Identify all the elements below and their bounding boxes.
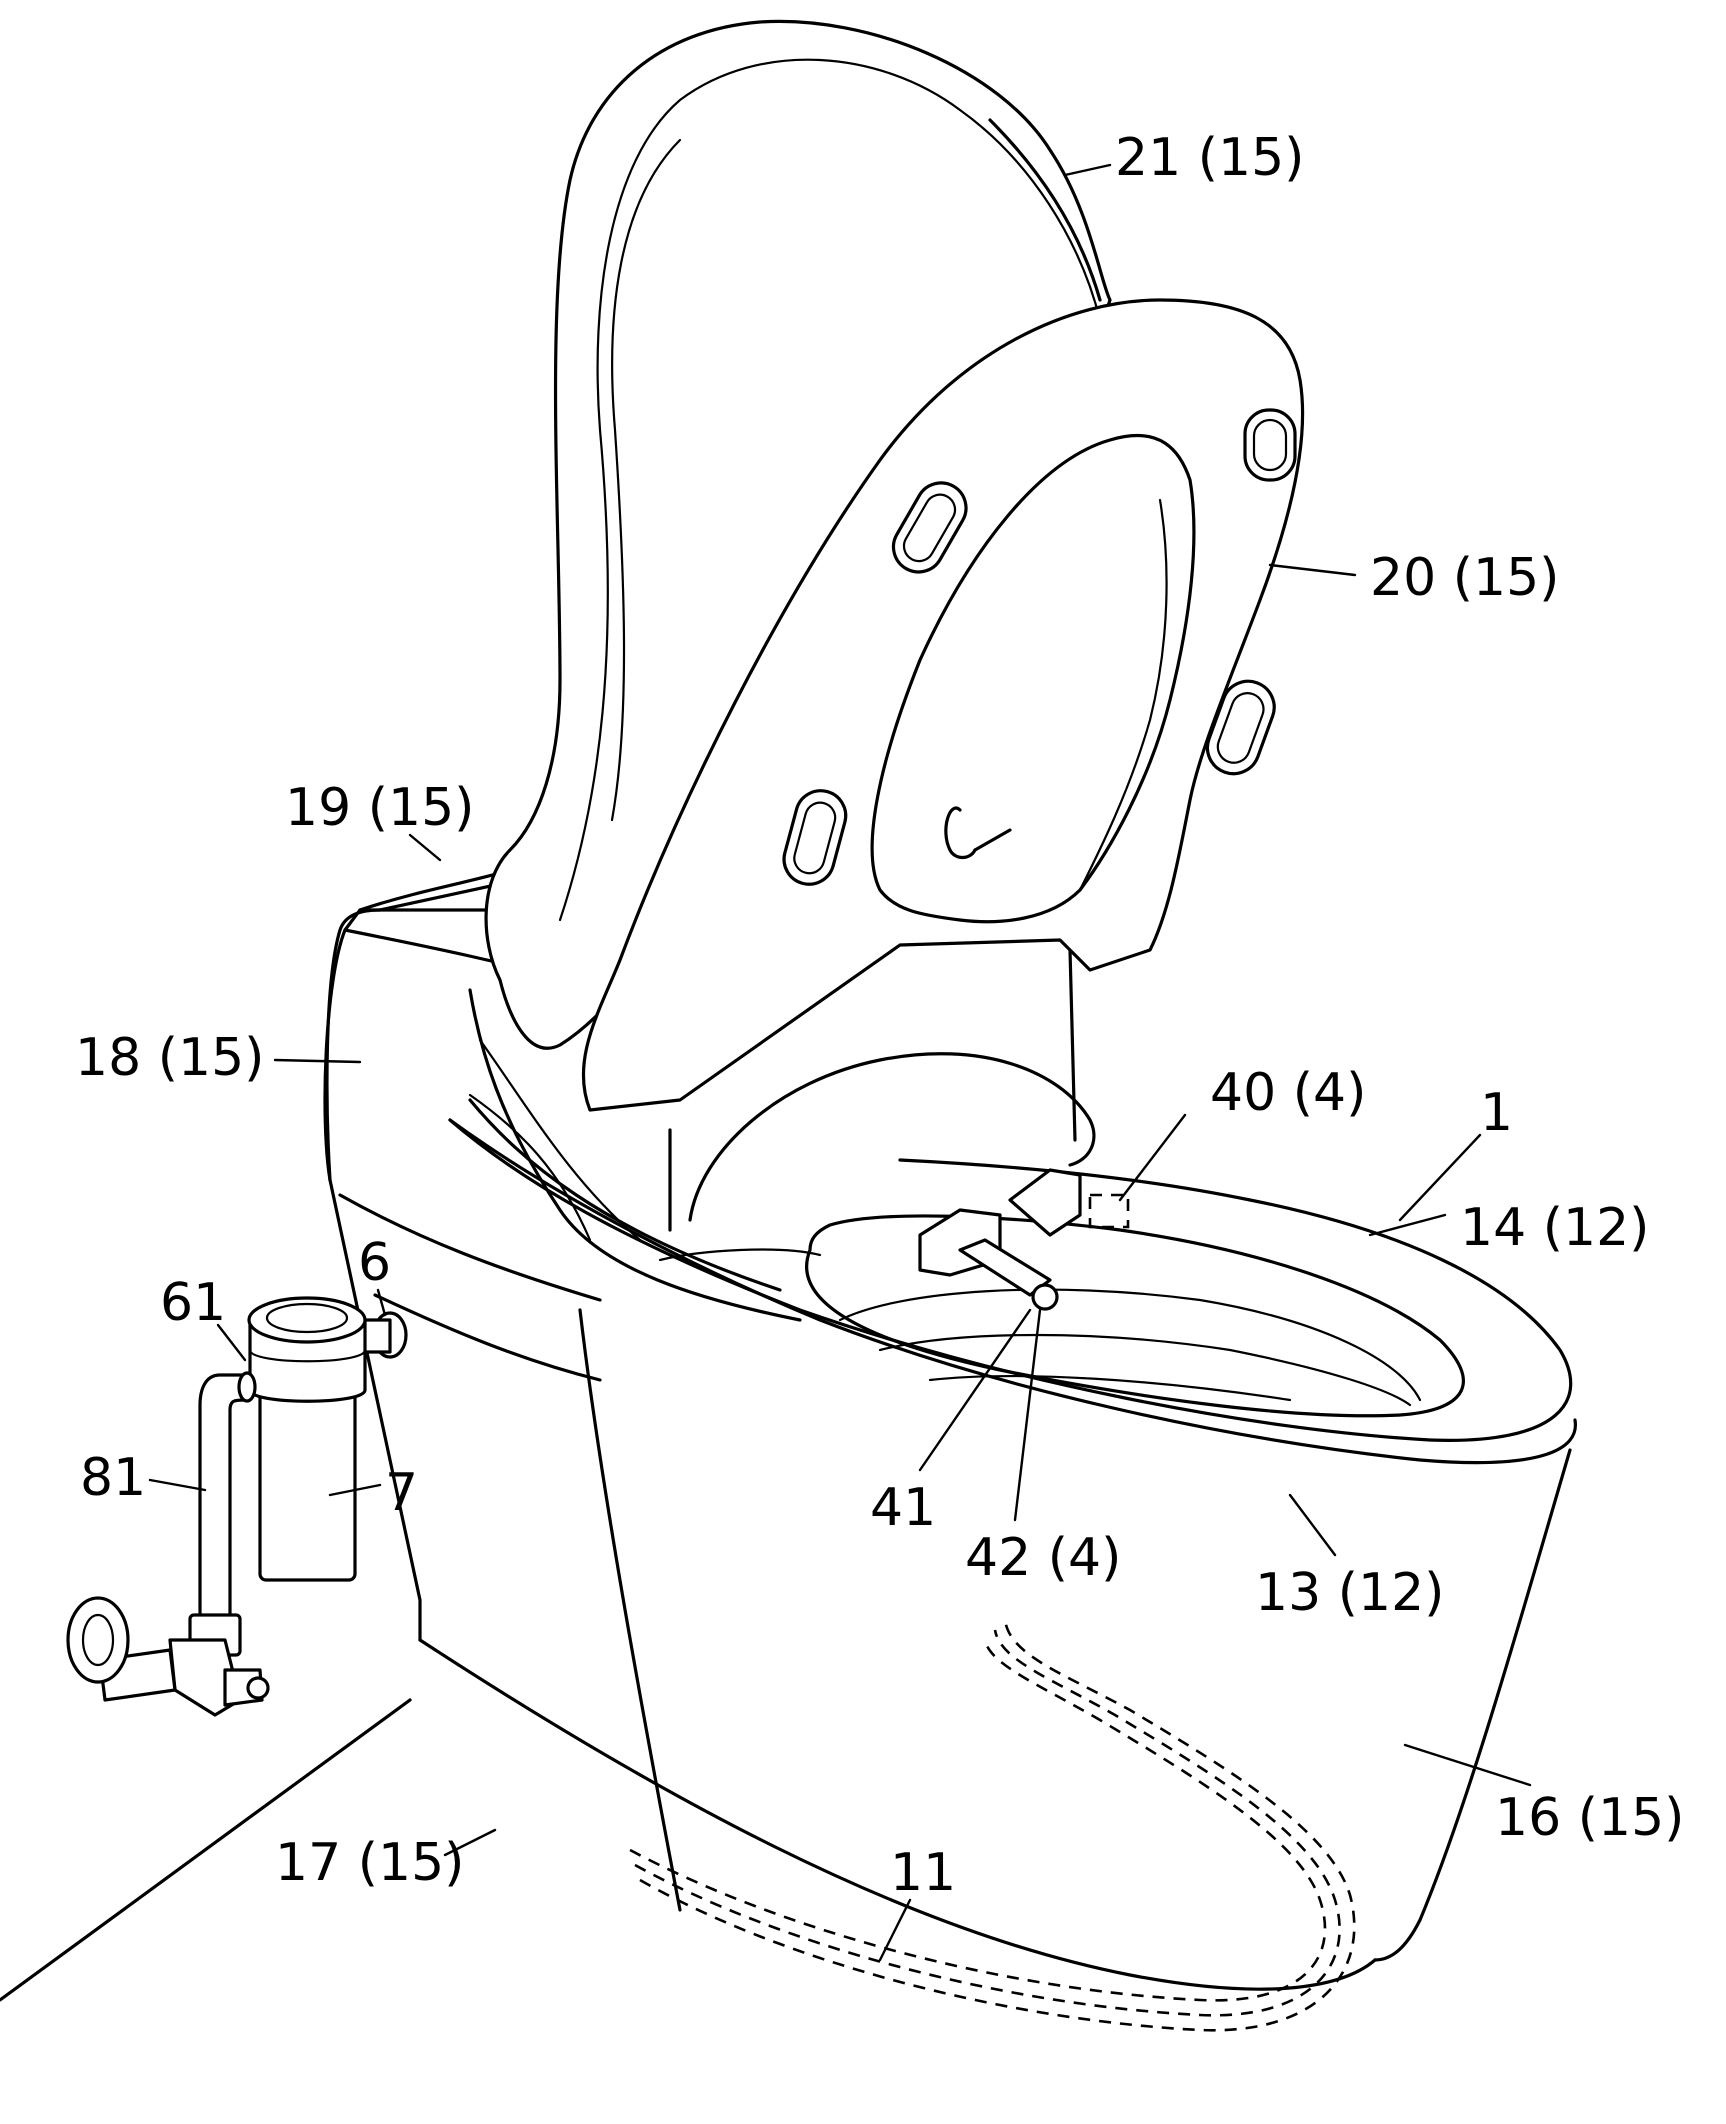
label-19: 19 (15) — [285, 778, 474, 838]
label-18: 18 (15) — [75, 1028, 264, 1088]
label-21: 21 (15) — [1115, 128, 1304, 188]
drain-trap-hidden — [629, 1619, 1356, 2032]
water-supply — [66, 1296, 408, 1717]
nozzle-assembly — [918, 1168, 1130, 1311]
floor-line — [0, 1698, 412, 2002]
label-1: 1 — [1480, 1083, 1513, 1143]
label-11: 11 — [890, 1843, 956, 1903]
leader-lines — [148, 163, 1532, 1962]
label-7: 7 — [385, 1463, 418, 1523]
label-6: 6 — [358, 1233, 391, 1293]
label-41: 41 — [870, 1478, 936, 1538]
label-20: 20 (15) — [1370, 548, 1559, 608]
label-81: 81 — [80, 1448, 146, 1508]
label-14: 14 (12) — [1460, 1198, 1649, 1258]
label-40: 40 (4) — [1210, 1063, 1366, 1123]
toilet-body — [323, 908, 1572, 1991]
label-16: 16 (15) — [1495, 1788, 1684, 1848]
label-13: 13 (12) — [1255, 1563, 1444, 1623]
reference-labels: 21 (15) 20 (15) 19 (15) 18 (15) 40 (4) 1… — [75, 128, 1684, 1903]
seat-ring — [581, 298, 1305, 1112]
label-61: 61 — [160, 1273, 226, 1333]
label-42: 42 (4) — [965, 1528, 1121, 1588]
label-17: 17 (15) — [275, 1833, 464, 1893]
